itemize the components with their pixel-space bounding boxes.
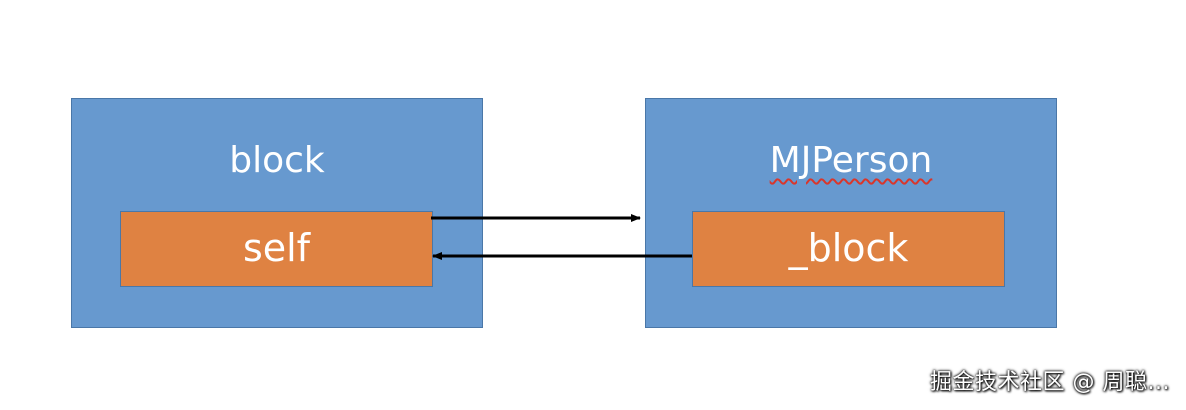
block-ivar-box: _block [692,211,1005,287]
block-box: block self [71,98,483,328]
self-box: self [120,211,433,287]
block-title: block [229,140,325,181]
watermark: 掘金技术社区 @ 周聪... [930,370,1170,395]
mjperson-box: MJPerson _block [645,98,1057,328]
mjperson-title: MJPerson [646,135,1056,187]
mjperson-title-text: MJPerson [769,140,933,181]
